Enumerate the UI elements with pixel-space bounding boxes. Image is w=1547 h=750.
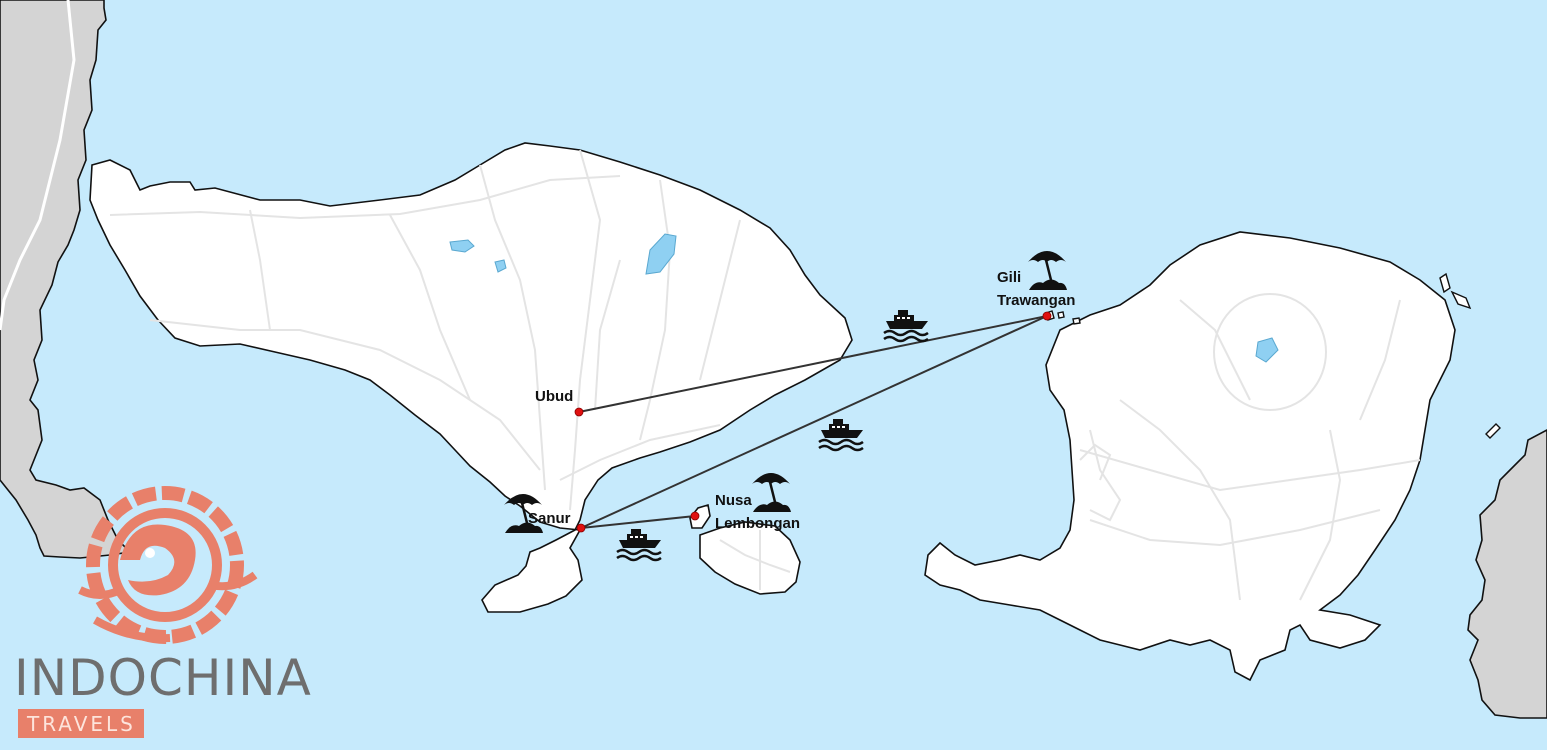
lombok-roads	[1079, 293, 1421, 601]
marker-sanur	[576, 523, 586, 533]
bali-roads	[109, 149, 741, 511]
brand-tagline: TRAVELS	[26, 712, 136, 736]
label-gili-line2: Trawangan	[997, 292, 1075, 309]
bali-lakes	[449, 233, 677, 275]
route-sanur-nusa	[580, 515, 696, 529]
brand-logo: INDOCHINA TRAVELS	[14, 486, 312, 738]
label-sanur: Sanur	[528, 510, 571, 527]
sumbawa-coast	[1467, 429, 1547, 719]
label-ubud: Ubud	[535, 388, 573, 405]
nusa-lembongan-island	[689, 503, 711, 529]
lombok-crater-lake	[1255, 337, 1279, 363]
marker-ubud	[574, 407, 584, 417]
ferry-routes	[578, 315, 1048, 529]
java-coast	[0, 0, 132, 559]
brand-name: INDOCHINA	[14, 649, 312, 707]
label-nusa-line1: Nusa	[715, 492, 752, 509]
marker-nusa-lembongan	[690, 511, 700, 521]
location-markers	[574, 311, 1052, 533]
tagline-background	[18, 709, 144, 738]
label-gili-line1: Gili	[997, 269, 1021, 286]
marker-gili-trawangan	[1042, 311, 1052, 321]
nusa-roads	[719, 530, 791, 590]
lombok-island	[924, 231, 1456, 682]
route-sanur-gili	[580, 315, 1048, 529]
dragon-emblem-icon	[78, 486, 258, 644]
label-nusa-line2: Lembongan	[715, 515, 800, 532]
java-road	[0, 0, 76, 331]
route-ubud-gili	[578, 315, 1048, 413]
small-islets	[1045, 272, 1501, 439]
